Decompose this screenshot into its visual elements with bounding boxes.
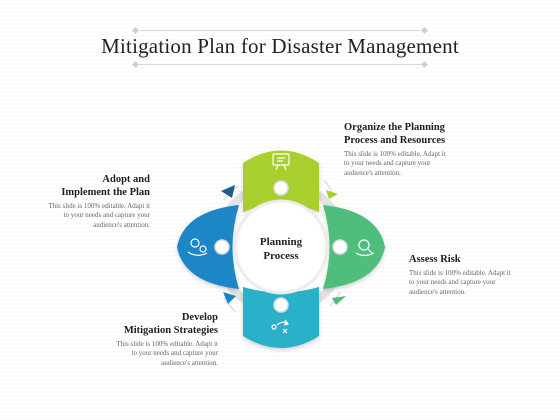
step-desc-line: to your needs and capture your — [63, 211, 151, 220]
step-title: Develop Mitigation Strategies — [60, 311, 218, 337]
step-description: This slide is 100% editable. Adapt it to… — [344, 150, 514, 178]
step-title-line: Process and Resources — [344, 135, 446, 146]
step-title-line: Assess Risk — [409, 254, 461, 265]
step-title: Adopt and Implement the Plan — [8, 173, 150, 199]
magnifier-icon — [355, 239, 375, 257]
step-title-line: Develop — [181, 312, 218, 323]
center-circle — [233, 199, 329, 295]
node-bottom — [273, 297, 289, 313]
arrow-top-right — [323, 179, 338, 199]
step-desc-line: This slide is 100% editable. Adapt it — [48, 202, 150, 210]
petal-adopt — [177, 205, 239, 289]
strategy-icon — [271, 319, 290, 334]
step-title-line: Adopt and — [102, 174, 150, 185]
step-desc-line: to your needs and capture your — [131, 349, 219, 358]
node-left — [214, 239, 230, 255]
arrow-bottom-left — [223, 292, 237, 313]
petal-assess — [323, 205, 385, 289]
title-divider-top — [135, 30, 425, 31]
step-desc-line: audience's attention. — [161, 358, 218, 367]
step-desc-line: This slide is 100% editable. Adapt it — [344, 150, 446, 158]
arrow-top-left — [221, 185, 239, 201]
step-desc-line: audience's attention. — [93, 220, 150, 229]
step-desc-line: This slide is 100% editable. Adapt it — [409, 269, 511, 277]
step-description: This slide is 100% editable. Adapt it to… — [60, 340, 218, 368]
step-desc-line: audience's attention. — [409, 287, 466, 296]
step-organize: Organize the Planning Process and Resour… — [344, 121, 514, 178]
step-desc-line: to your needs and capture your — [344, 159, 431, 168]
step-description: This slide is 100% editable. Adapt it to… — [409, 269, 549, 297]
presentation-board-icon — [272, 153, 290, 171]
step-description: This slide is 100% editable. Adapt it to… — [8, 202, 150, 230]
node-right — [332, 239, 348, 255]
step-desc-line: This slide is 100% editable. Adapt it — [116, 340, 218, 348]
gears-icon — [187, 238, 208, 256]
step-desc-line: to your needs and capture your — [409, 278, 496, 287]
page-title: Mitigation Plan for Disaster Management — [101, 34, 459, 58]
step-title-line: Mitigation Strategies — [123, 325, 218, 336]
step-desc-line: audience's attention. — [344, 168, 401, 177]
center-label-line1: Planning — [259, 236, 303, 248]
step-title-line: Implement the Plan — [61, 187, 150, 198]
step-develop: Develop Mitigation Strategies This slide… — [60, 311, 218, 368]
step-adopt: Adopt and Implement the Plan This slide … — [8, 173, 150, 230]
step-title-line: Organize the Planning — [344, 122, 445, 133]
petal-develop — [243, 287, 319, 348]
node-top — [273, 180, 289, 196]
step-assess: Assess Risk This slide is 100% editable.… — [409, 253, 549, 297]
step-title: Organize the Planning Process and Resour… — [344, 121, 514, 147]
arrow-bottom-right — [329, 291, 346, 307]
step-title: Assess Risk — [409, 253, 549, 266]
title-divider-bottom — [135, 64, 425, 65]
center-label: Planning Process — [240, 235, 322, 263]
center-label-line2: Process — [263, 250, 299, 262]
